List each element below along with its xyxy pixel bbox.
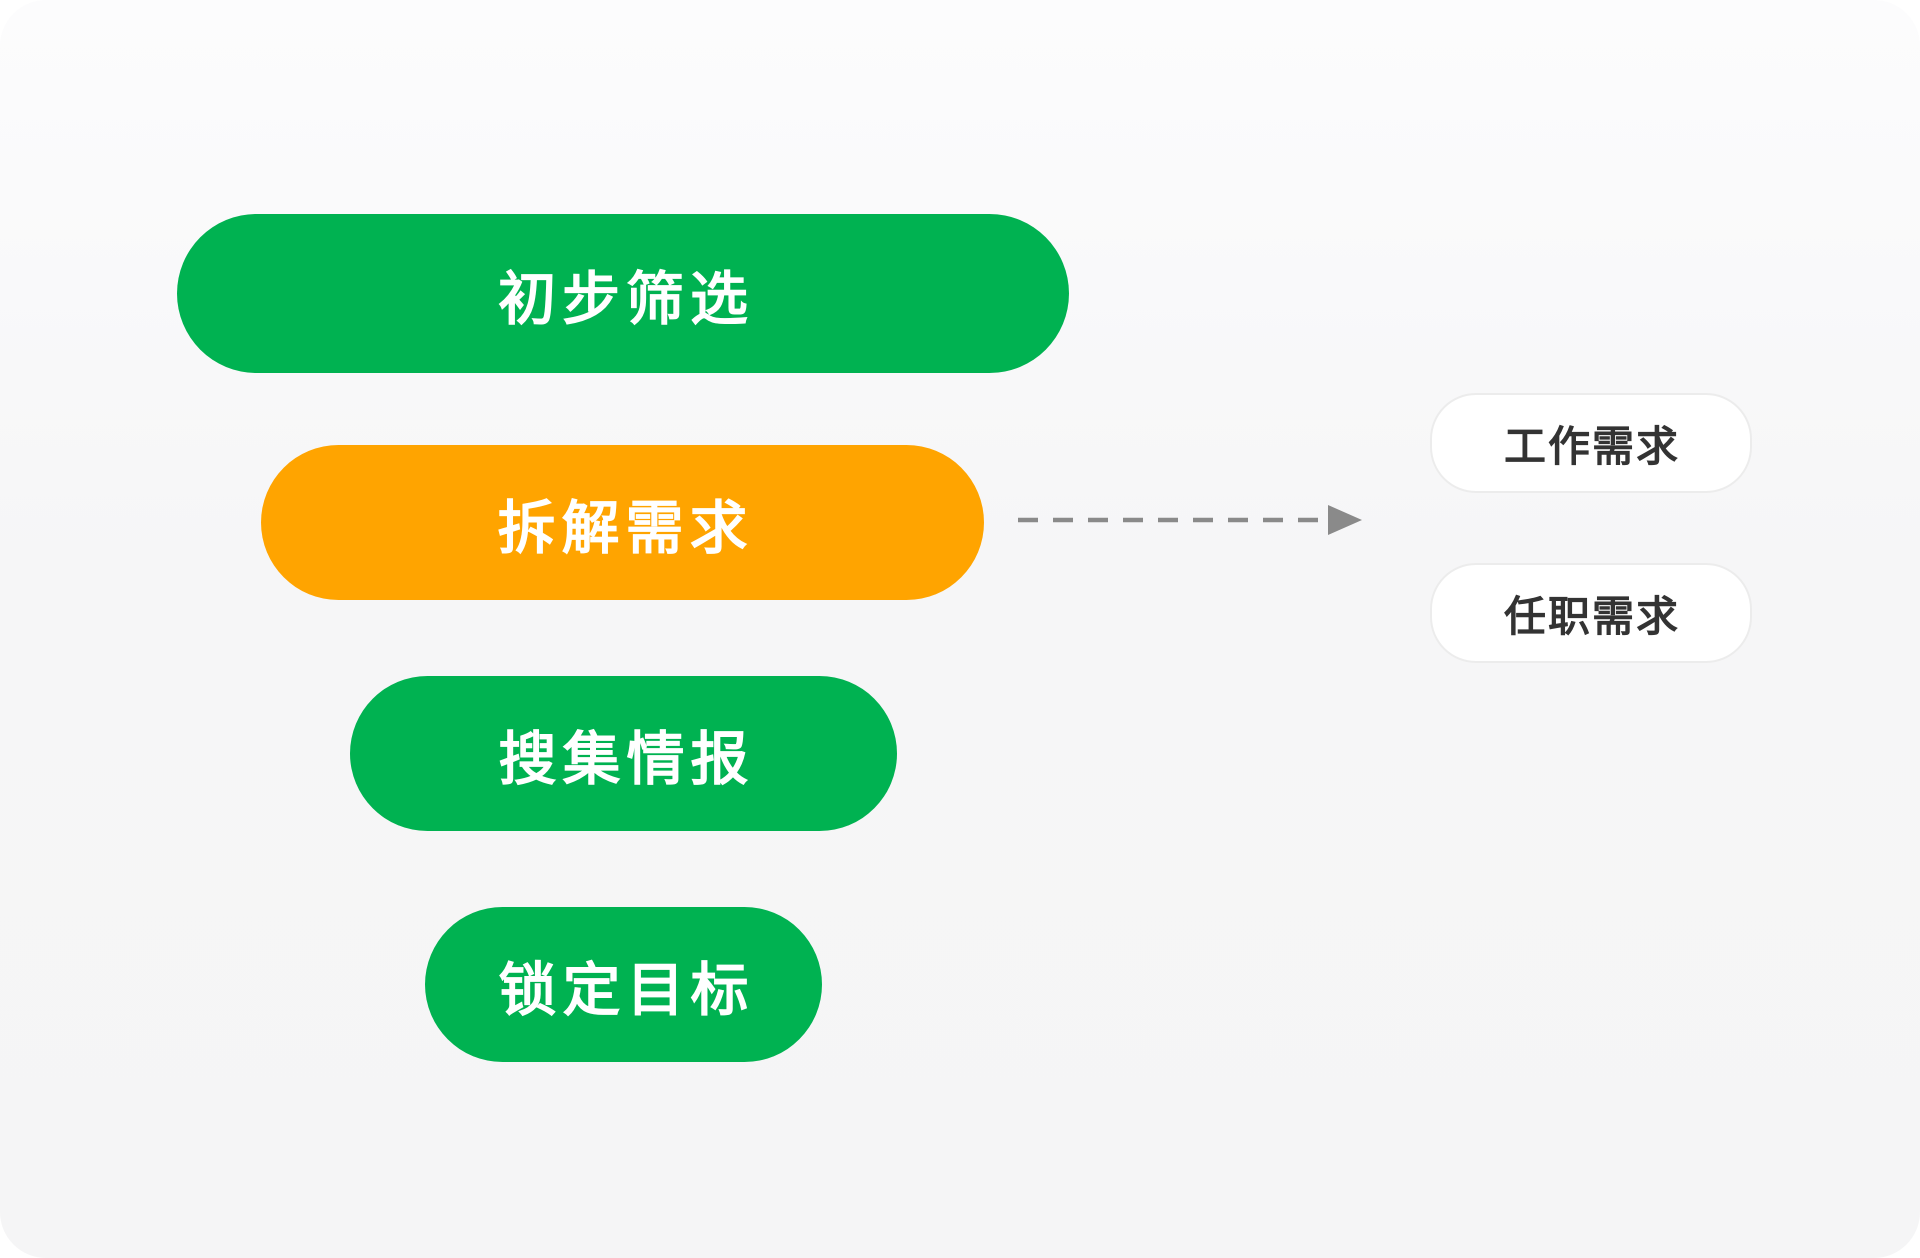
funnel-step-gather-intel: 搜集情报	[350, 676, 897, 831]
funnel-step-label: 拆解需求	[497, 495, 754, 561]
funnel-step-label: 锁定目标	[498, 957, 755, 1023]
branch-label: 任职需求	[1503, 592, 1680, 640]
funnel-step-initial-screening: 初步筛选	[177, 214, 1069, 373]
funnel-step-breakdown-requirements: 拆解需求	[261, 445, 984, 600]
branch-job-requirements: 任职需求	[1430, 563, 1752, 663]
branch-work-requirements: 工作需求	[1430, 393, 1752, 493]
dashed-arrow-icon	[1018, 505, 1362, 535]
funnel-step-label: 初步筛选	[497, 266, 754, 332]
branch-label: 工作需求	[1503, 422, 1680, 470]
funnel-step-label: 搜集情报	[498, 726, 755, 792]
funnel-step-lock-target: 锁定目标	[425, 907, 822, 1062]
